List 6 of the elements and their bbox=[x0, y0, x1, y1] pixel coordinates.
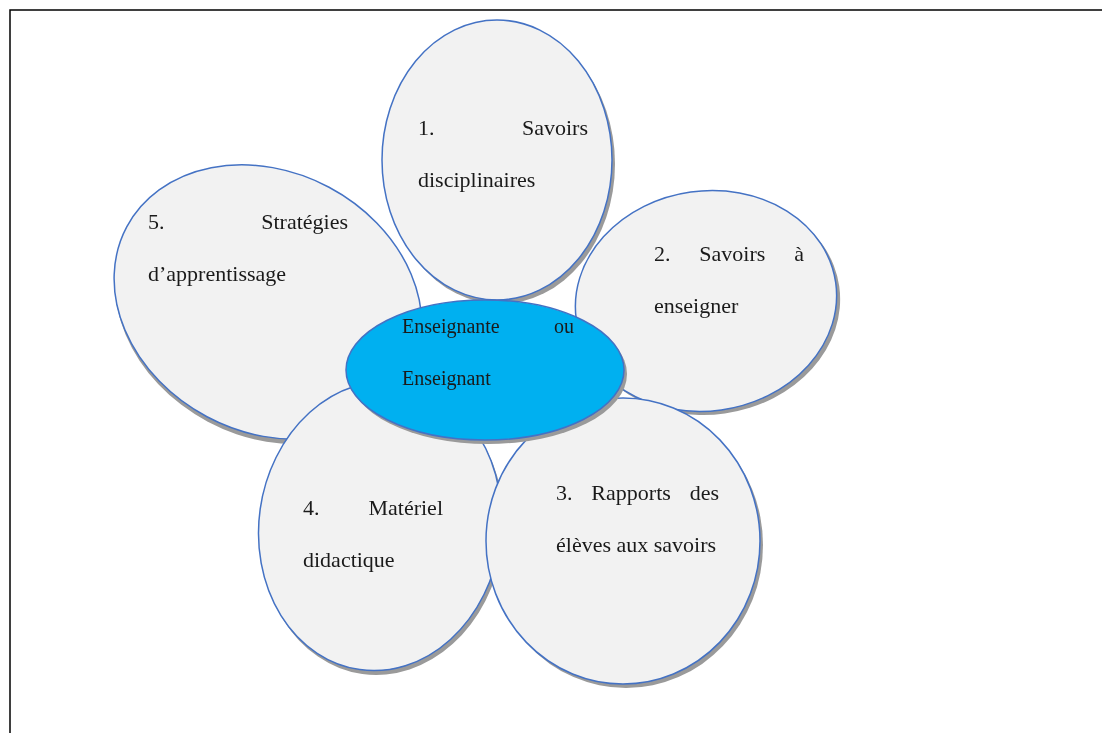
petal-label: 1. Savoirs disciplinaires bbox=[418, 114, 588, 194]
petal-label: 5. Stratégies d’apprentissage bbox=[148, 208, 348, 288]
petal-label: 2. Savoirs à enseigner bbox=[654, 240, 804, 320]
petal-label: 4. Matériel didactique bbox=[303, 494, 443, 574]
center-label: Enseignante ou Enseignant bbox=[402, 314, 574, 392]
petal-label: 3. Rapports des élèves aux savoirs bbox=[556, 479, 719, 559]
